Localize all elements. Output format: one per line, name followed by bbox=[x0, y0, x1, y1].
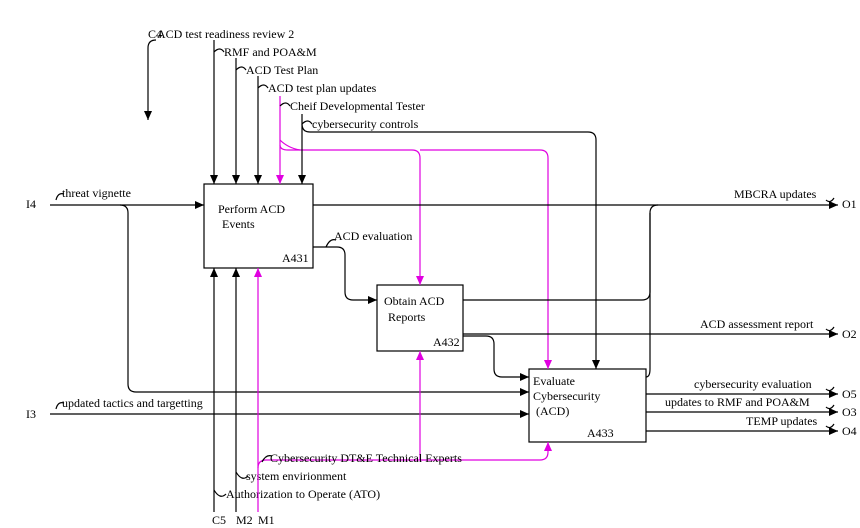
squiggle-assessment bbox=[825, 326, 835, 332]
output-code-o3: O3 bbox=[842, 405, 857, 419]
activity-box-a431[interactable]: Perform ACD Events A431 bbox=[203, 183, 314, 269]
output-merge-a433-to-mbcra[interactable] bbox=[645, 213, 651, 378]
input-label-threat-vignette: threat vignette bbox=[62, 186, 131, 200]
node-number-a431: A431 bbox=[282, 251, 309, 265]
output-merge-a432-to-mbcra[interactable] bbox=[463, 204, 659, 301]
control-label-acd-test-plan-updates: ACD test plan updates bbox=[268, 81, 377, 95]
label-acd-evaluation: ACD evaluation bbox=[334, 229, 412, 243]
squiggle-mbcra bbox=[825, 197, 835, 203]
control-label-rmf-poam: RMF and POA&M bbox=[224, 45, 317, 59]
mechanism-branch-chief-to-a432[interactable] bbox=[279, 144, 424, 285]
output-label-cybersecurity-evaluation: cybersecurity evaluation bbox=[694, 377, 812, 391]
control-label-acd-test-readiness: ACD test readiness review 2 bbox=[157, 27, 294, 41]
input-branch-threat-to-a433[interactable] bbox=[119, 204, 529, 396]
squiggle-threat bbox=[55, 193, 65, 201]
squiggle-chief-tester bbox=[279, 102, 291, 107]
output-label-temp-updates: TEMP updates bbox=[746, 414, 818, 428]
activity-box-a433[interactable]: Evaluate Cybersecurity (ACD) A433 bbox=[528, 368, 647, 443]
squiggle-dte bbox=[261, 455, 273, 463]
node-number-a433: A433 bbox=[587, 426, 614, 440]
output-code-o2: O2 bbox=[842, 327, 857, 341]
arrow-acd-evaluation[interactable] bbox=[313, 246, 377, 304]
control-branch-cybersecurity-to-a433[interactable] bbox=[301, 123, 600, 369]
squiggle-cyber-controls bbox=[301, 120, 313, 125]
control-arrow-c4-stub[interactable] bbox=[144, 39, 157, 120]
activity-title-a432-line1: Obtain ACD bbox=[384, 294, 445, 308]
control-label-acd-test-plan: ACD Test Plan bbox=[246, 63, 318, 77]
activity-title-a433-line2: Cybersecurity bbox=[533, 389, 600, 403]
control-label-c4: C4 bbox=[148, 27, 162, 41]
input-code-i4: I4 bbox=[26, 197, 36, 211]
mechanism-branch-chief-to-a433[interactable] bbox=[420, 149, 552, 369]
mechanism-branch-chief-down bbox=[279, 139, 301, 151]
squiggle-temp bbox=[825, 423, 835, 429]
squiggle-ato bbox=[213, 489, 227, 497]
activity-title-a431-line1: Perform ACD bbox=[218, 202, 285, 216]
squiggle-rmf bbox=[213, 48, 225, 53]
output-label-acd-assessment-report: ACD assessment report bbox=[700, 317, 814, 331]
activity-title-a433-line1: Evaluate bbox=[533, 374, 575, 388]
output-label-mbcra-updates: MBCRA updates bbox=[734, 187, 817, 201]
mechanism-label-dte-experts: Cybersecurity DT&E Technical Experts bbox=[270, 451, 462, 465]
control-label-cybersecurity-controls: cybersecurity controls bbox=[312, 117, 419, 131]
node-number-a432: A432 bbox=[433, 335, 460, 349]
control-label-chief-dev-tester: Cheif Developmental Tester bbox=[290, 99, 425, 113]
output-code-o4: O4 bbox=[842, 424, 857, 438]
bottom-code-m2: M2 bbox=[236, 513, 253, 527]
activity-box-a432[interactable]: Obtain ACD Reports A432 bbox=[376, 284, 464, 352]
mechanism-label-system-environment: system envirionment bbox=[246, 469, 347, 483]
activity-title-a431-line2: Events bbox=[222, 217, 255, 231]
squiggle-system-env bbox=[235, 471, 249, 479]
squiggle-test-plan bbox=[235, 66, 247, 71]
bottom-code-c5: C5 bbox=[212, 513, 226, 527]
output-label-rmf-updates: updates to RMF and POA&M bbox=[665, 395, 810, 409]
input-label-updated-tactics: updated tactics and targetting bbox=[62, 396, 203, 410]
squiggle-acd-eval bbox=[325, 239, 337, 248]
output-code-o5: O5 bbox=[842, 387, 857, 401]
squiggle-tactics bbox=[55, 402, 65, 410]
squiggle-rmf-updates bbox=[825, 404, 835, 410]
output-code-o1: O1 bbox=[842, 197, 857, 211]
mechanism-branch-dte-to-a433[interactable] bbox=[257, 442, 552, 469]
squiggle-test-plan-updates bbox=[257, 84, 269, 89]
activity-title-a433-line3: (ACD) bbox=[536, 404, 569, 418]
squiggle-cyber-eval bbox=[825, 386, 835, 392]
activity-title-a432-line2: Reports bbox=[388, 310, 426, 324]
bottom-code-m1: M1 bbox=[258, 513, 275, 527]
mechanism-label-ato: Authorization to Operate (ATO) bbox=[226, 487, 380, 501]
input-code-i3: I3 bbox=[26, 407, 36, 421]
arrow-a432-to-a433[interactable] bbox=[463, 335, 529, 381]
